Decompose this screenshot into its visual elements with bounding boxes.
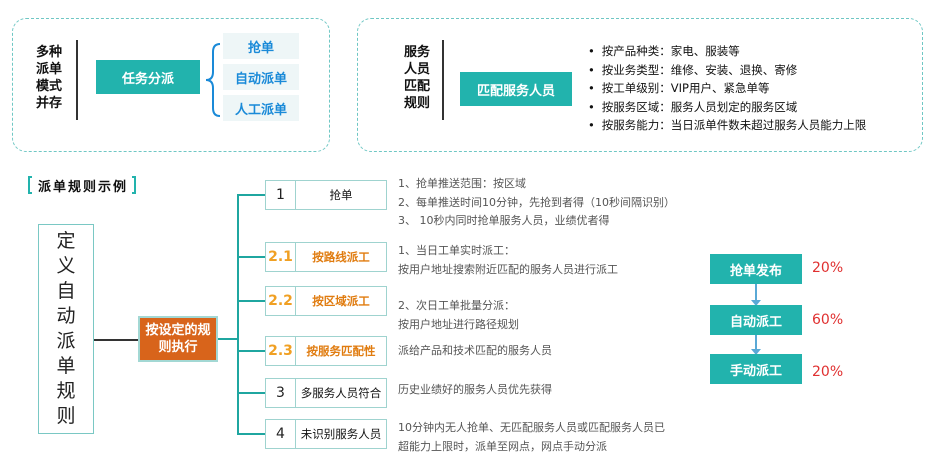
matching-rules-vertical-title: 服务 人员 匹配 规则: [395, 44, 439, 112]
match-personnel-box: 匹配服务人员: [460, 72, 572, 106]
vtitle-line: 服务: [403, 45, 430, 60]
main-title-char: 则: [56, 405, 76, 427]
rule-label: 按区域派工: [312, 294, 370, 308]
dispatch-modes-panel: [12, 18, 330, 152]
criteria-item: 按产品种类：家电、服装等: [588, 42, 866, 61]
rule-label: 未识别服务人员: [300, 427, 382, 441]
rule-row-2-2: 2.2 按区域派工: [265, 286, 387, 316]
vertical-divider: [442, 40, 444, 120]
rule-row-2-1: 2.1 按路线派工: [265, 242, 387, 272]
criteria-item: 按服务能力：当日派单件数未超过服务人员能力上限: [588, 116, 867, 135]
rule-row-4: 4 未识别服务人员: [265, 419, 387, 449]
rule-2-3-description: 派给产品和技术匹配的服务人员: [398, 342, 552, 361]
criteria-item: 按工单级别：VIP用户、紧急单等: [588, 79, 866, 98]
vtitle-line: 并存: [35, 96, 62, 111]
main-title-char: 单: [56, 355, 76, 377]
main-title-char: 自: [56, 280, 76, 302]
bracket-left-icon: [28, 176, 32, 194]
desc-line: 派给产品和技术匹配的服务人员: [398, 344, 552, 357]
rule-2-1-description: 1、当日工单实时派工： 按用户地址搜索附近匹配的服务人员进行派工: [398, 242, 618, 279]
rule-label: 多服务人员符合: [300, 386, 382, 400]
dispatch-modes-vertical-title: 多种 派单 模式 并存: [30, 44, 68, 112]
main-title-char: 派: [56, 330, 76, 352]
desc-line: 1、当日工单实时派工：: [398, 244, 515, 257]
criteria-item: 按业务类型：维修、安装、退换、寄修: [588, 61, 866, 80]
desc-line: 3、 10秒内同时抢单服务人员，业绩优者得: [398, 214, 610, 227]
vtitle-line: 规则: [403, 96, 430, 111]
flow-arrow-icon: [751, 284, 761, 306]
desc-line: 1、抢单推送范围：按区域: [398, 177, 526, 190]
vertical-divider: [76, 40, 78, 120]
matching-rules-panel: [357, 18, 923, 152]
section-title: 派单规则示例: [22, 174, 142, 196]
flow-step-percent: 20%: [812, 364, 844, 380]
task-dispatch-box: 任务分派: [96, 60, 200, 94]
desc-line: 2、次日工单批量分派：: [398, 299, 515, 312]
rule-1-description: 1、抢单推送范围：按区域 2、每单推送时间10分钟，先抢到者得（10秒间隔识别）…: [398, 175, 675, 231]
rule-3-description: 历史业绩好的服务人员优先获得: [398, 381, 552, 400]
desc-line: 按用户地址搜索附近匹配的服务人员进行派工: [398, 262, 618, 276]
desc-line: 历史业绩好的服务人员优先获得: [398, 383, 552, 396]
matching-criteria-list: 按产品种类：家电、服装等 按业务类型：维修、安装、退换、寄修 按工单级别：VIP…: [588, 42, 867, 135]
connector-line: [218, 338, 238, 340]
vtitle-line: 多种: [35, 45, 62, 60]
rule-row-3: 3 多服务人员符合: [265, 378, 387, 408]
desc-line: 2、每单推送时间10分钟，先抢到者得（10秒间隔识别）: [398, 195, 675, 209]
execute-by-rule-box: 按设定的规 则执行: [138, 316, 218, 362]
main-title-char: 规: [56, 380, 76, 402]
vtitle-line: 派单: [35, 62, 62, 77]
mode-grab-order: 抢单: [223, 33, 299, 59]
connector-branch: [237, 350, 265, 352]
connector-trunk: [237, 195, 239, 434]
vtitle-line: 人员: [403, 62, 430, 77]
connector-line: [94, 339, 138, 341]
rule-number: 1: [266, 181, 296, 209]
rule-row-1: 1 抢单: [265, 180, 387, 210]
connector-branch: [237, 256, 265, 258]
bracket-right-icon: [132, 176, 137, 194]
execute-by-rule-line: 按设定的规: [145, 323, 211, 338]
flow-step-auto: 自动派工: [710, 305, 802, 335]
execute-by-rule-line: 则执行: [158, 340, 198, 355]
connector-branch: [237, 392, 265, 394]
rule-2-2-description: 2、次日工单批量分派： 按用户地址进行路径规划: [398, 297, 519, 334]
desc-line: 10分钟内无人抢单、无匹配服务人员或匹配服务人员已: [398, 421, 665, 434]
flow-step-grab-publish: 抢单发布: [710, 254, 802, 284]
mode-manual-dispatch: 人工派单: [223, 95, 299, 121]
main-title-box: 定 义 自 动 派 单 规 则: [38, 224, 94, 434]
curly-brace-icon: [205, 43, 221, 117]
connector-branch: [237, 194, 265, 196]
rule-number: 2.2: [266, 287, 296, 315]
criteria-item: 按服务区域：服务人员划定的服务区域: [588, 98, 866, 117]
rule-number: 2.1: [266, 243, 296, 271]
rule-number: 2.3: [266, 337, 296, 365]
rule-4-description: 10分钟内无人抢单、无匹配服务人员或匹配服务人员已 超能力上限时，派单至网点，网…: [398, 419, 665, 456]
flow-step-percent: 60%: [812, 312, 844, 328]
flow-step-manual: 手动派工: [710, 354, 802, 384]
desc-line: 按用户地址进行路径规划: [398, 317, 519, 331]
main-title-char: 定: [56, 230, 76, 252]
flow-arrow-icon: [751, 335, 761, 355]
connector-branch: [237, 300, 265, 302]
rule-number: 4: [266, 420, 296, 448]
flow-step-percent: 20%: [812, 260, 844, 276]
main-title-char: 动: [56, 305, 76, 327]
rule-number: 3: [266, 379, 296, 407]
desc-line: 超能力上限时，派单至网点，网点手动分派: [398, 439, 607, 453]
rule-label: 抢单: [329, 188, 353, 202]
rule-label: 按服务匹配性: [306, 344, 376, 358]
vtitle-line: 模式: [35, 79, 62, 94]
rule-label: 按路线派工: [312, 250, 370, 264]
main-title-char: 义: [56, 255, 76, 277]
section-title-text: 派单规则示例: [38, 179, 129, 195]
rule-row-2-3: 2.3 按服务匹配性: [265, 336, 387, 366]
vtitle-line: 匹配: [403, 79, 430, 94]
mode-auto-dispatch: 自动派单: [223, 64, 299, 90]
connector-branch: [237, 433, 265, 435]
